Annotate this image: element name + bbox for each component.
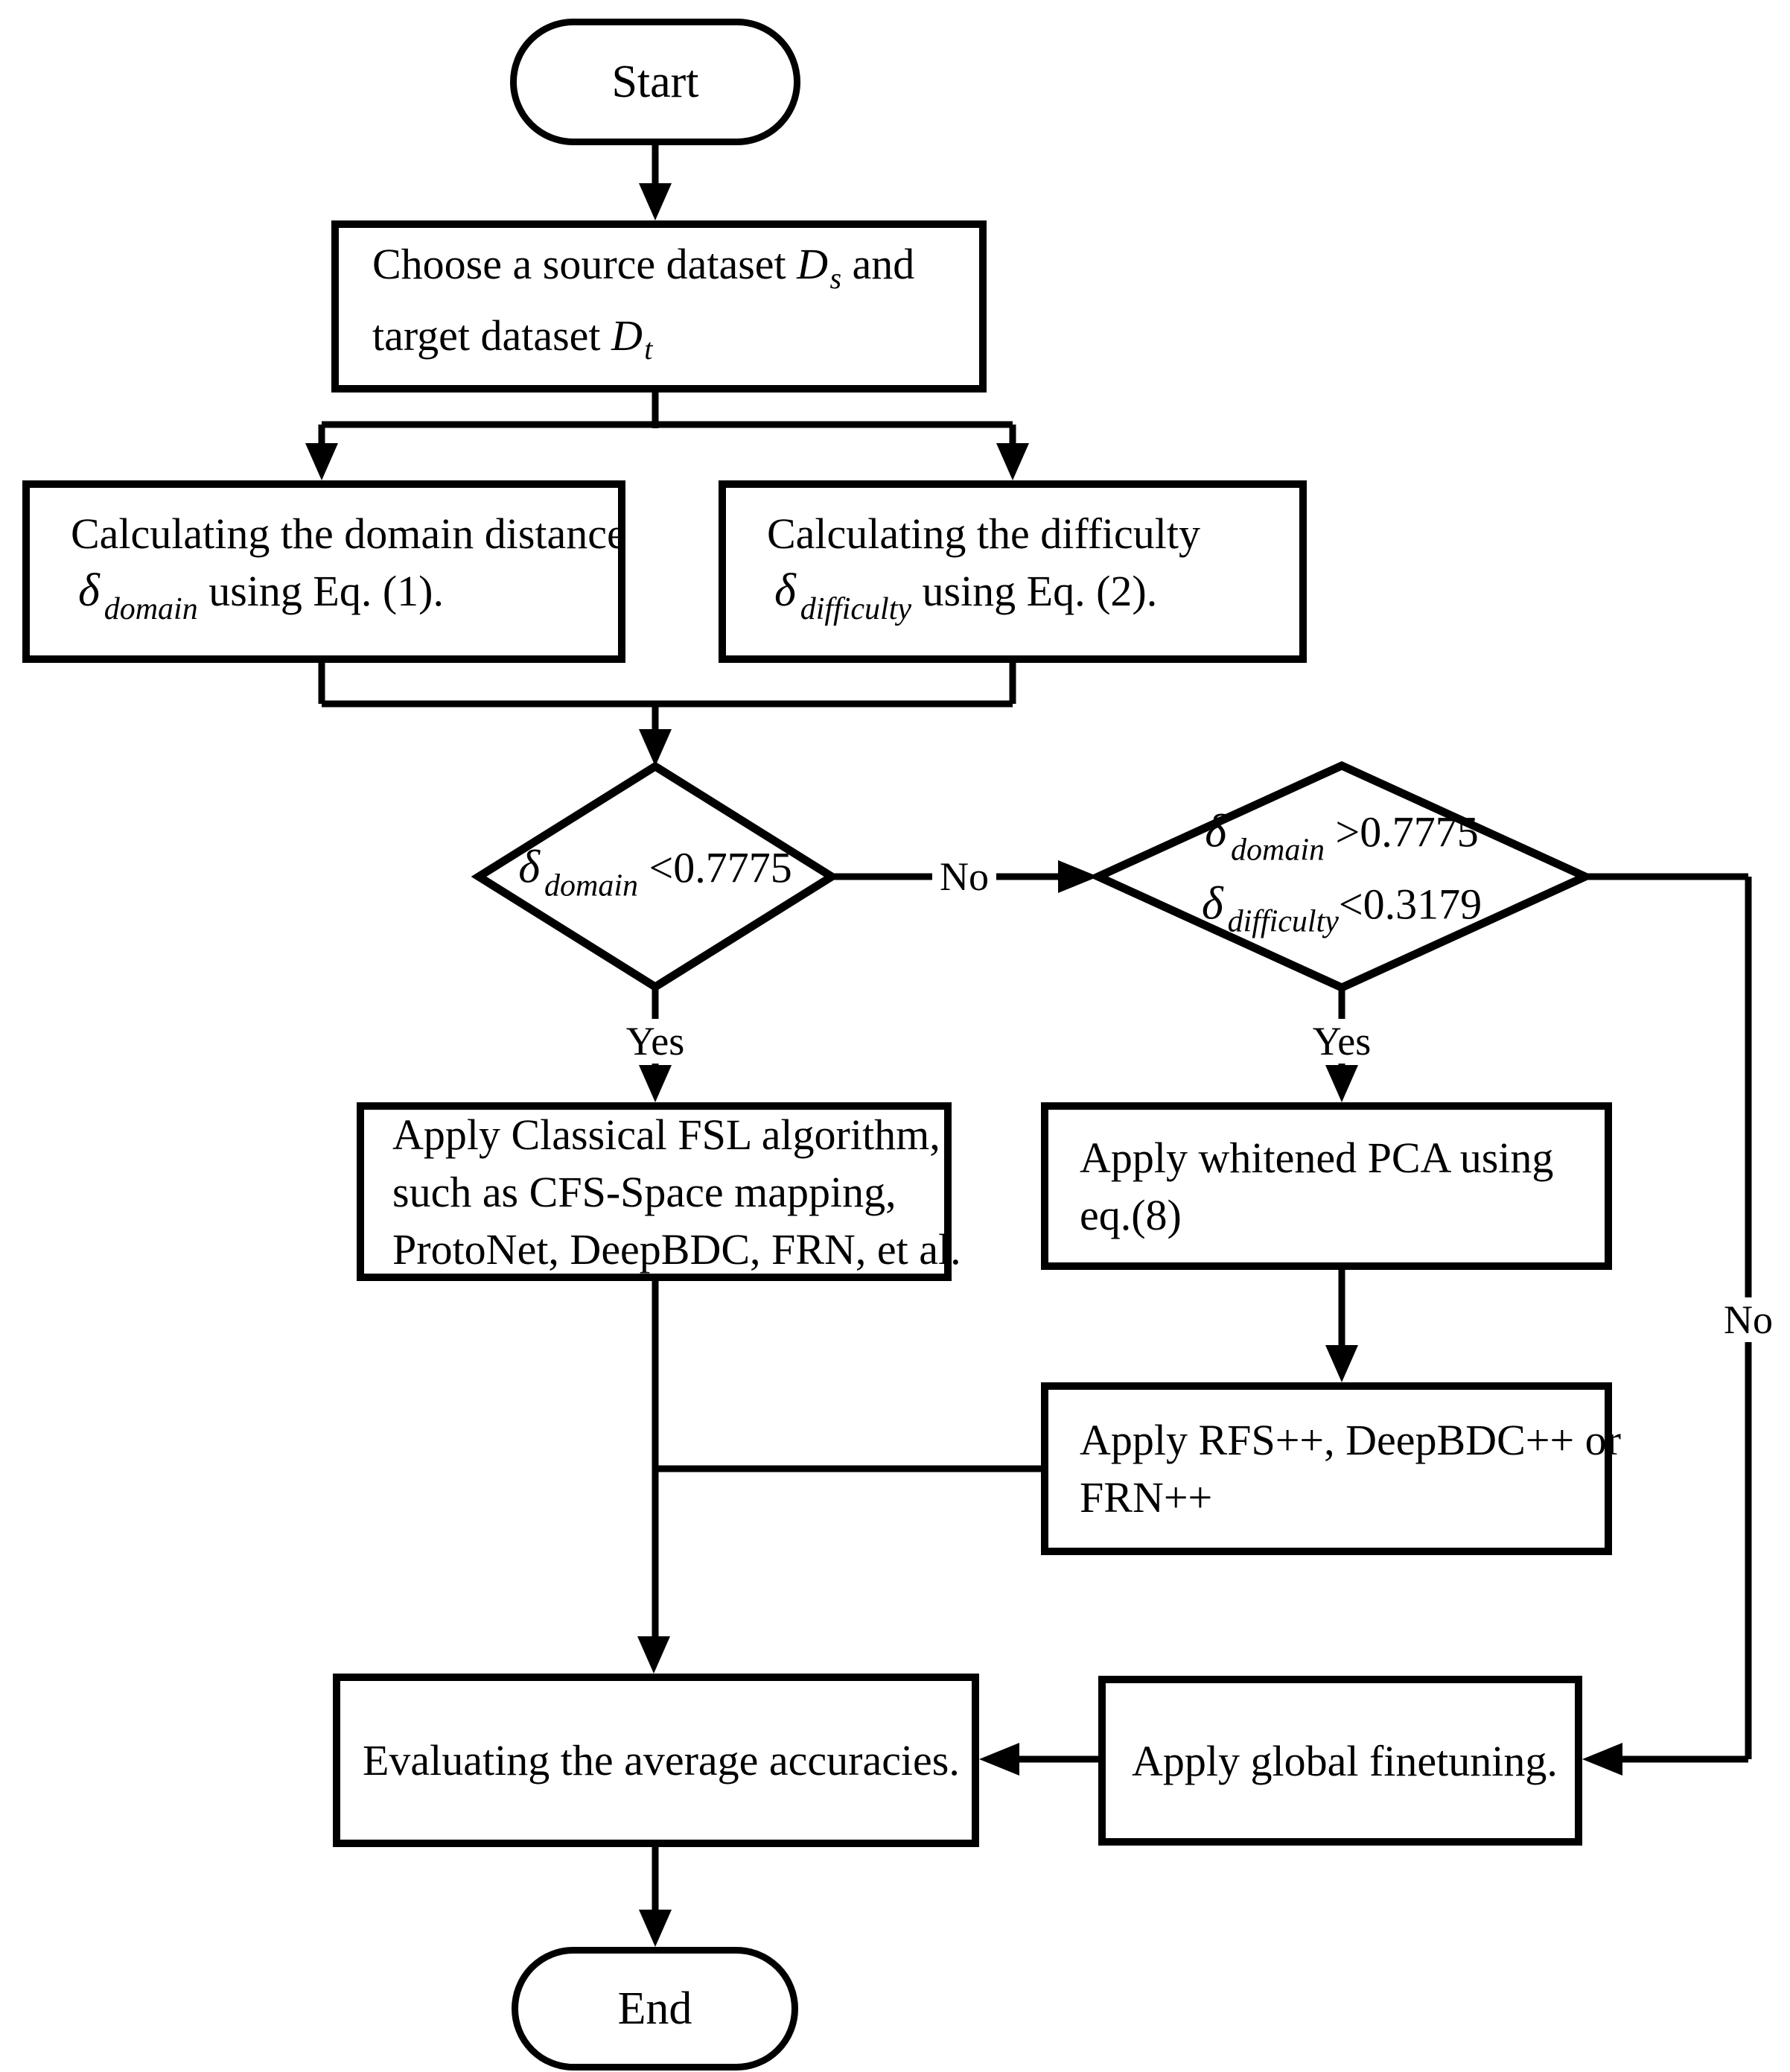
pca-line1: Apply whitened PCA using [1080,1133,1554,1182]
calc-difficulty-formula-rest: using Eq. (2). [911,567,1158,616]
node-start: Start [510,19,800,145]
end-label: End [617,1983,692,2034]
decision-right-condition2: <0.3179 [1338,880,1482,928]
delta-subscript: domain [544,868,638,903]
arrow-pca-to-rfs [1325,1270,1358,1382]
node-end: End [512,1947,798,2071]
decision-left-condition: <0.7775 [637,843,792,892]
start-label: Start [611,56,699,107]
node-choose-dataset: Choose a source dataset Ds and target da… [331,220,987,393]
finetune-label: Apply global finetuning. [1132,1736,1558,1785]
arrow-merge-to-decision-left [318,663,1016,766]
calc-domain-line1: Calculating the domain distance [71,509,626,559]
node-classical-fsl: Apply Classical FSL algorithm, such as C… [357,1102,961,1281]
choose-line2-pre: target dataset [372,311,612,360]
classical-line2: such as CFS-Space mapping, [392,1167,896,1216]
arrow-choose-to-split [305,393,1029,480]
choose-line1: Choose a source dataset Ds and [372,235,979,307]
node-global-finetuning: Apply global finetuning. [1098,1676,1582,1846]
node-whitened-pca: Apply whitened PCA using eq.(8) [1041,1102,1612,1270]
node-evaluate: Evaluating the average accuracies. [333,1674,979,1847]
decision-right-condition1: >0.7775 [1324,807,1479,857]
rfs-line2: FRN++ [1080,1473,1213,1522]
delta-subscript: difficulty [800,591,911,626]
node-rfs-plusplus: Apply RFS++, DeepBDC++ or FRN++ [1041,1382,1621,1555]
choose-line1-sub: s [829,261,842,295]
arrow-classical-to-evaluate [637,1281,670,1674]
delta-symbol: δ [1201,878,1223,929]
classical-line1: Apply Classical FSL algorithm, [392,1110,940,1159]
arrow-finetune-to-evaluate [979,1743,1098,1776]
delta-symbol: δ [1205,806,1227,857]
evaluate-label: Evaluating the average accuracies. [363,1736,960,1785]
arrow-start-to-choose [639,145,672,220]
choose-line1-pre: Choose a source dataset [372,239,797,288]
rfs-line1: Apply RFS++, DeepBDC++ or [1080,1416,1621,1464]
delta-subscript: domain [1230,833,1325,867]
choose-line1-var: D [797,239,829,288]
delta-symbol: δ [78,565,100,617]
edge-label-no-right: No [1716,1297,1780,1342]
pca-line2: eq.(8) [1080,1190,1182,1239]
choose-line1-post: and [841,239,915,288]
edge-label-yes-left: Yes [618,1019,692,1064]
calc-domain-formula-rest: using Eq. (1). [197,567,444,616]
classical-line3: ProtoNet, DeepBDC, FRN, et al. [392,1224,961,1274]
calc-difficulty-line1: Calculating the difficulty [767,509,1201,559]
delta-subscript: domain [103,591,198,626]
choose-line2-var: D [611,311,643,360]
choose-line2-sub: t [644,332,653,366]
delta-symbol: δ [518,842,541,893]
delta-symbol: δ [774,565,796,617]
arrow-evaluate-to-end [639,1847,672,1947]
edge-label-yes-right: Yes [1305,1019,1379,1064]
edge-label-no-middle: No [932,854,996,899]
delta-subscript: difficulty [1227,904,1339,939]
choose-line2: target dataset Dt [372,307,979,378]
